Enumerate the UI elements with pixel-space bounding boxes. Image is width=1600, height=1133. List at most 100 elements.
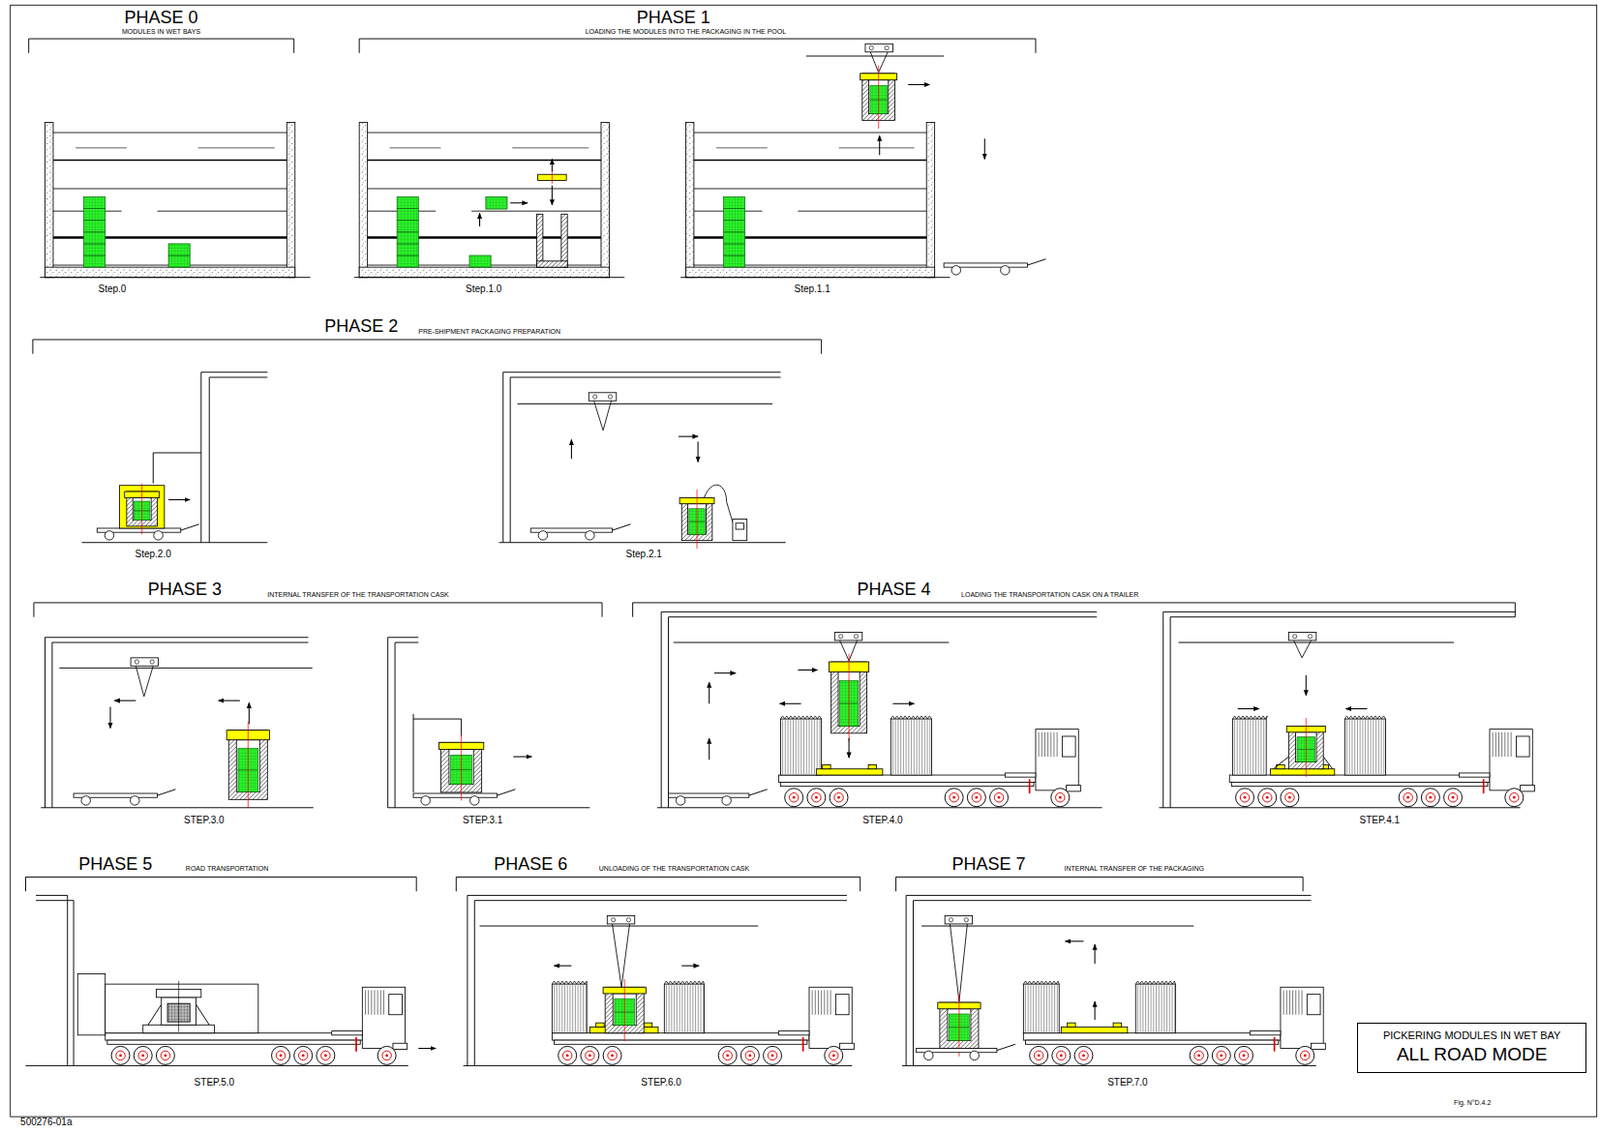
cab-detail <box>817 990 819 1015</box>
step-label: STEP.4.0 <box>862 815 904 826</box>
ground-line <box>40 807 313 809</box>
water-level-line <box>694 132 927 134</box>
tractor-cab <box>1035 729 1079 791</box>
motion-arrow <box>907 84 930 86</box>
wheel-center <box>1303 1055 1307 1058</box>
trailer-wheel <box>585 531 595 541</box>
step-label: Step.0 <box>97 284 126 295</box>
fuel-module <box>485 196 508 210</box>
limiter-top <box>1135 981 1176 985</box>
truck-wheel <box>1444 788 1463 808</box>
water-level-line <box>390 147 442 149</box>
cab-detail <box>1044 732 1046 757</box>
limiter-ribs <box>1354 720 1356 775</box>
limiter-ribs <box>702 985 704 1032</box>
motion-arrow <box>708 682 710 704</box>
truck-wheel <box>807 788 826 808</box>
fuel-module <box>396 255 419 268</box>
ground-line <box>499 542 786 544</box>
title-line: PICKERING MODULES IN WET BAY <box>1367 1029 1576 1044</box>
limiter-ribs <box>1234 720 1236 775</box>
limiter-ribs <box>577 985 579 1032</box>
wheel-hub <box>788 792 798 802</box>
water-level-line <box>198 147 275 149</box>
wheel-hub <box>834 792 844 802</box>
phase-bracket <box>31 339 33 355</box>
water-level-line <box>839 147 915 149</box>
limiter-ribs <box>905 720 907 775</box>
title-main: ALL ROAD MODE <box>1367 1043 1576 1067</box>
pool-floor <box>685 267 935 278</box>
truck-wheel <box>558 1046 577 1065</box>
cab-detail <box>1510 732 1512 757</box>
trailer-wheel <box>969 1051 979 1060</box>
lifting-frame <box>152 452 154 484</box>
phase-title: PHASE 7 <box>952 855 1027 874</box>
wheel-hub <box>1425 792 1435 802</box>
ground-line <box>388 807 591 809</box>
building-roof <box>905 895 1311 897</box>
limiter-ribs <box>694 985 696 1032</box>
cab-detail <box>812 990 814 1015</box>
crane-rail <box>1178 642 1455 644</box>
drawing-number: 500276-01a <box>20 1117 72 1128</box>
limiter-ribs <box>814 720 816 775</box>
crane-rail <box>480 926 759 928</box>
ground-line <box>902 1065 1317 1067</box>
step-label: STEP.4.1 <box>1359 815 1401 826</box>
cab-detail <box>823 990 825 1015</box>
limiter-ribs <box>1029 985 1031 1032</box>
trailer-frame <box>1231 782 1488 786</box>
building-roof <box>35 900 74 902</box>
limiter-ribs <box>787 720 789 775</box>
cab-detail <box>380 990 382 1015</box>
limiter-ribs <box>1378 720 1380 775</box>
limiter-ribs <box>1152 985 1154 1032</box>
motion-arrow <box>551 158 553 172</box>
limiter-ribs <box>1025 985 1027 1032</box>
crane-cable <box>1294 640 1302 659</box>
trailer-wheel <box>153 531 163 541</box>
truck-wheel <box>1211 1046 1231 1065</box>
truck-wheel <box>763 1046 783 1065</box>
step-label: Step.2.0 <box>134 549 171 560</box>
wheel-center <box>324 1055 328 1058</box>
pool-wall <box>359 121 367 277</box>
landing-gear <box>1482 779 1485 794</box>
trolley-wheel <box>884 45 889 50</box>
wheel-hub <box>607 1051 617 1060</box>
building-roof <box>912 900 1311 902</box>
limiter-ribs <box>1027 985 1029 1032</box>
building-wall <box>44 637 46 809</box>
cab-bumper <box>392 1043 408 1050</box>
cask-cradle <box>1060 1026 1128 1033</box>
limiter-ribs <box>670 985 672 1032</box>
fifth-wheel <box>1004 773 1036 778</box>
crane-cable <box>840 640 849 662</box>
building-roof <box>510 376 781 378</box>
building-roof <box>1163 611 1516 613</box>
limiter-ribs <box>1140 985 1142 1032</box>
limiter-top <box>551 981 587 985</box>
building-wall <box>73 901 75 1067</box>
crane-rail <box>921 926 1194 928</box>
phase-bracket <box>28 38 30 54</box>
motion-arrow <box>1237 708 1260 710</box>
motion-arrow <box>697 441 699 462</box>
limiter-ribs <box>1158 985 1160 1032</box>
building-roof <box>467 895 847 897</box>
limiter-ribs <box>798 720 800 775</box>
truck-wheel <box>1052 1046 1071 1065</box>
limiter-ribs <box>1237 720 1238 775</box>
truck-wheel <box>784 788 804 808</box>
limiter-ribs <box>1381 720 1383 775</box>
phase-subtitle: LOADING THE TRANSPORTATION CASK ON A TRA… <box>961 590 1139 598</box>
wheel-hub <box>1056 1051 1066 1060</box>
fuel-module <box>84 209 106 221</box>
motion-arrow <box>1094 1001 1096 1021</box>
a-frame <box>148 1004 162 1026</box>
cab-bumper <box>1311 1043 1327 1050</box>
wheel-hub <box>585 1051 595 1060</box>
cab-window <box>835 995 849 1016</box>
building-wall <box>1162 611 1164 808</box>
